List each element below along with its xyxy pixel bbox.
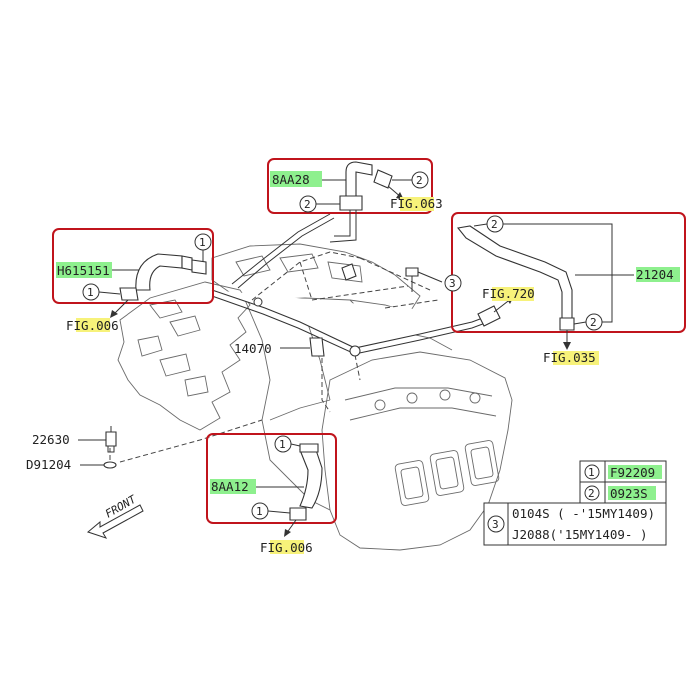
- callout-8aa12[interactable]: 8AA12: [211, 479, 249, 494]
- legend-mark-2-label: 2: [588, 487, 595, 500]
- highlight-green-8aa28: [270, 171, 322, 187]
- legend-highlight-2: [608, 486, 656, 500]
- sensor-group: 22630 D91204: [26, 426, 117, 472]
- highlight-green-21204: [636, 267, 680, 282]
- group-pipe-21204: 21204 2 2 3: [444, 212, 686, 350]
- legend-mark-1-label: 1: [588, 466, 595, 479]
- ref-mark-2-label: 2: [491, 218, 498, 231]
- legend-mark-3-label: 3: [492, 518, 499, 531]
- callout-22630[interactable]: 22630: [32, 432, 70, 447]
- highlight-green-h615151: [56, 262, 112, 278]
- group-hose-h615151: H615151 1 1: [52, 228, 214, 318]
- fig-ref-right-lower[interactable]: FIG.035: [543, 350, 596, 365]
- highlight-yellow-fig-right-lower: [553, 351, 599, 365]
- group-hose-8aa28: 8AA28 2 2: [267, 158, 433, 243]
- highlight-yellow-fig-top: [400, 197, 434, 211]
- front-arrow-icon: [86, 504, 144, 539]
- front-direction-indicator: FRONT: [86, 492, 144, 539]
- ref-mark-2: [411, 171, 429, 189]
- ref-mark-1-label: 1: [256, 505, 263, 518]
- callout-d91204[interactable]: D91204: [26, 457, 71, 472]
- legend-mark-1: [584, 464, 600, 480]
- highlight-box-bottom: [206, 433, 337, 524]
- fig-ref-right-upper[interactable]: FIG.720: [482, 286, 535, 301]
- ref-mark-1-label: 1: [87, 286, 94, 299]
- callout-8aa28[interactable]: 8AA28: [272, 172, 310, 187]
- legend-part-3a[interactable]: 0104S ( -'15MY1409): [512, 506, 655, 521]
- legend-highlight-1: [608, 465, 662, 479]
- group-hose-8aa12: 8AA12 1 1: [206, 433, 337, 537]
- legend-mark-3: [487, 515, 505, 533]
- legend-part-3b[interactable]: J2088('15MY1409- ): [512, 527, 647, 542]
- ref-mark-3-label: 3: [449, 277, 456, 290]
- ref-mark-2-label: 2: [416, 174, 423, 187]
- ref-mark-1-label: 1: [199, 236, 206, 249]
- pcv-pipe-assembly: [109, 213, 489, 463]
- callout-21204[interactable]: 21204: [636, 267, 674, 282]
- highlight-yellow-fig-right-upper: [492, 287, 534, 301]
- fig-ref-left[interactable]: FIG.006: [66, 318, 119, 333]
- legend-part-2[interactable]: 0923S: [610, 486, 648, 501]
- callout-h615151[interactable]: H615151: [57, 263, 110, 278]
- ref-mark-2-label: 2: [304, 198, 311, 211]
- highlight-yellow-fig-bottom: [270, 540, 304, 554]
- legend-table: 1 F92209 2 0923S 3 0104S ( -'15MY1409) J…: [483, 460, 667, 546]
- highlight-box-right: [451, 212, 686, 333]
- ref-mark-3: [444, 274, 462, 292]
- ref-mark-2-label: 2: [590, 316, 597, 329]
- fig-ref-bottom[interactable]: FIG.006: [260, 540, 313, 555]
- ref-mark-1-label: 1: [279, 438, 286, 451]
- highlight-box-left: [52, 228, 214, 304]
- legend-mark-2: [584, 485, 600, 501]
- fig-ref-top[interactable]: FIG.063: [390, 196, 443, 211]
- highlight-yellow-fig-left: [76, 318, 110, 332]
- highlight-green-8aa12: [210, 479, 256, 494]
- callout-14070[interactable]: 14070: [234, 341, 272, 356]
- legend-part-1[interactable]: F92209: [610, 465, 655, 480]
